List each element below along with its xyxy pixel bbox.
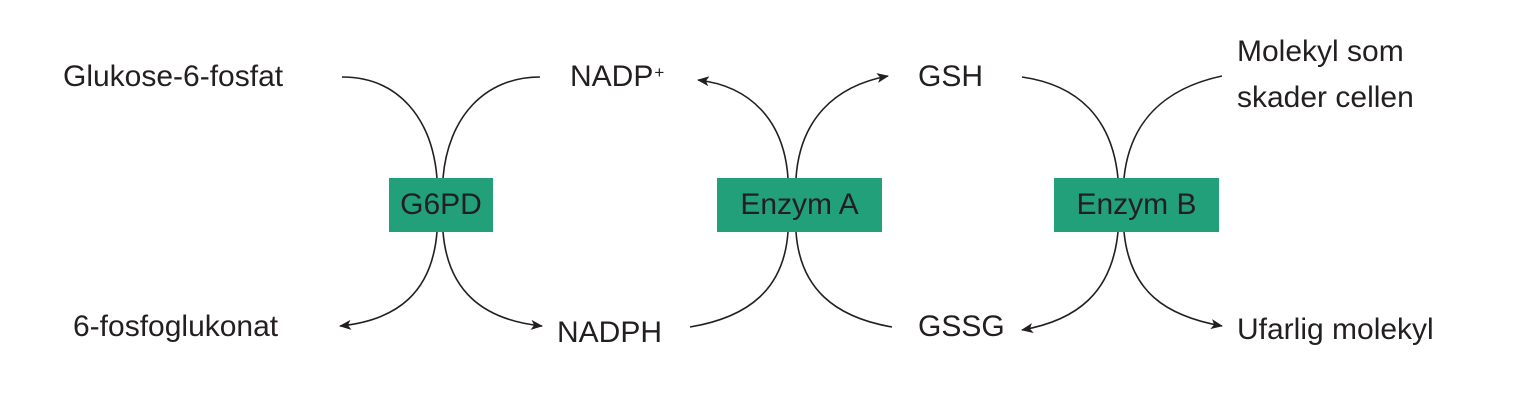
label-gsh: GSH <box>918 60 984 93</box>
arrow-nadp-out <box>697 76 789 179</box>
arrow-6pg-out <box>339 231 438 330</box>
enzyme-b-label: Enzym B <box>1076 188 1197 221</box>
arrow-gsh-out <box>795 73 889 179</box>
nadp-text: NADP <box>570 60 654 93</box>
enzyme-a-label: Enzym A <box>740 188 859 221</box>
enzyme-a: Enzym A <box>717 178 882 232</box>
label-glucose-6-phosphate: Glukose-6-fosfat <box>63 60 284 93</box>
label-harmful-molecule-line1: Molekyl som <box>1237 35 1404 68</box>
arrow-harmless-out <box>1123 231 1223 329</box>
label-harmful-molecule-line2: skader cellen <box>1237 81 1414 114</box>
enzyme-g6pd: G6PD <box>389 178 493 232</box>
label-harmless-molecule: Ufarlig molekyl <box>1237 313 1434 346</box>
arrow-g6p-in <box>341 76 438 179</box>
arrow-gssg-in <box>795 231 893 328</box>
arrow-nadp-in <box>442 76 541 179</box>
label-6-phosphogluconate: 6-fosfoglukonat <box>73 310 279 343</box>
label-nadp-plus: NADP+ <box>570 60 664 94</box>
enzyme-g6pd-label: G6PD <box>400 188 482 221</box>
label-gssg: GSSG <box>918 310 1005 343</box>
arrow-gsh-in <box>1021 76 1119 179</box>
arrow-nadph-in <box>689 231 789 328</box>
enzyme-b: Enzym B <box>1054 178 1219 232</box>
label-nadph: NADPH <box>557 316 663 349</box>
nadp-charge: + <box>654 63 665 82</box>
arrow-harmful-in <box>1123 75 1223 179</box>
arrow-nadph-out <box>442 231 543 330</box>
arrow-gssg-out <box>1021 231 1119 333</box>
